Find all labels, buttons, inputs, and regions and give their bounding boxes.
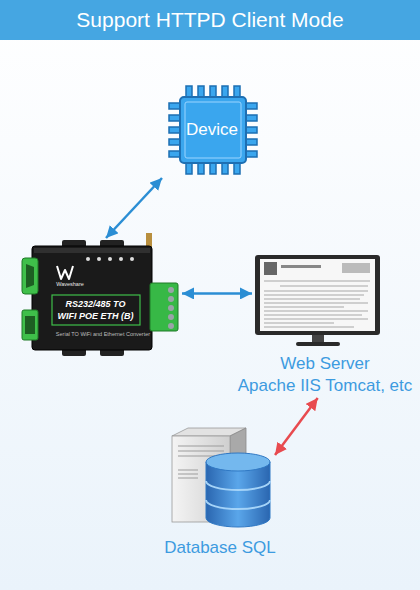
brand-name: Waveshare: [48, 281, 92, 288]
status-led: [119, 257, 123, 261]
status-led: [130, 257, 134, 261]
rj45-port: [22, 310, 38, 340]
db9-socket: [26, 264, 34, 288]
title-band: [0, 0, 420, 40]
terminal-block: [150, 283, 178, 331]
terminal-screw: [168, 323, 174, 329]
terminal-screw: [168, 314, 174, 320]
monitor-bezel: [255, 255, 380, 335]
disk-top: [206, 453, 270, 471]
terminal-screw: [168, 296, 174, 302]
disk-band: [206, 500, 270, 509]
page-banner: [342, 263, 370, 273]
page-heading: [281, 265, 321, 268]
database-label: Database SQL: [125, 538, 315, 558]
web-server-node: Web ServerApache IIS Tomcat, etc: [252, 252, 398, 398]
terminal-screw: [168, 305, 174, 311]
model-name: RS232/485 TO WIFI POE ETH (B): [56, 298, 135, 322]
server-name: Web Server: [212, 354, 420, 374]
status-led: [97, 257, 101, 261]
disk-body: [206, 462, 270, 527]
bidirectional-arrow: [275, 398, 318, 455]
monitor-base: [296, 342, 340, 346]
database-node: Database SQL: [165, 420, 275, 560]
terminal-screw: [168, 287, 174, 293]
monitor-neck: [312, 335, 324, 342]
diagram-title: Support HTTPD Client Mode: [0, 0, 420, 40]
brand-logo: [57, 266, 73, 279]
status-led: [86, 257, 90, 261]
page-text-lines: [264, 281, 370, 327]
bidirectional-arrow: [106, 178, 162, 238]
body-highlight: [34, 248, 150, 253]
monitor-icon: [255, 255, 380, 346]
rj45-socket: [25, 316, 35, 334]
product-description: Serial TO WiFi and Ethernet Converter: [48, 331, 158, 338]
status-led: [108, 257, 112, 261]
db9-port: [22, 258, 38, 294]
label-frame: [52, 295, 140, 325]
server-software: Apache IIS Tomcat, etc: [212, 376, 420, 396]
converter-node: WaveshareRS232/485 TO WIFI POE ETH (B) Se…: [22, 238, 182, 356]
bidirectional-arrow: [182, 292, 252, 295]
page-logo: [264, 262, 277, 275]
monitor-screen: [260, 259, 375, 331]
database-icon: [172, 428, 270, 527]
disk-band: [206, 481, 270, 490]
chip-node: Device: [162, 82, 262, 178]
converter-device: [22, 233, 178, 356]
chip-label: Device: [162, 120, 262, 140]
